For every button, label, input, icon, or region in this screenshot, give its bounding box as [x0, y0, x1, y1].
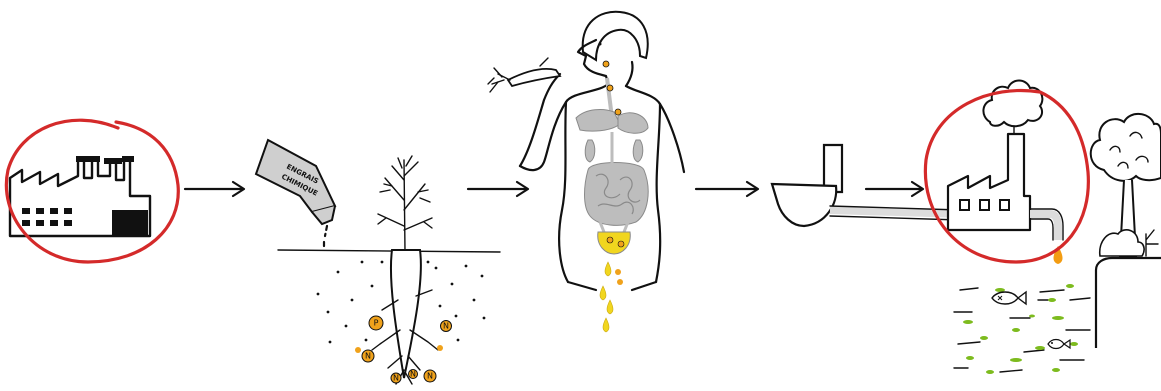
nutrient-nitrogen: N [391, 373, 401, 383]
arrow-factory-to-field [185, 182, 244, 196]
svg-text:N: N [365, 352, 371, 361]
arrow-human-to-toilet [696, 182, 758, 196]
fertilizer-factory-icon [10, 156, 150, 236]
svg-text:N: N [427, 372, 433, 381]
svg-text:P: P [374, 319, 379, 328]
nutrient-phosphorus: P [369, 316, 383, 330]
fish-icon [1048, 340, 1070, 349]
fish-icon [992, 292, 1026, 304]
fertilizer-can-icon: ENGRAIS CHIMIQUE [256, 140, 335, 246]
nutrient-nitrogen: N [409, 370, 418, 379]
human-body-icon [488, 12, 684, 332]
nutrient-nitrogen: N [424, 370, 436, 382]
nutrient-nitrogen: N [362, 350, 374, 362]
tree-icon [1091, 114, 1161, 348]
nutrient-nitrogen: N [441, 321, 452, 332]
svg-text:N: N [393, 374, 399, 383]
urine-drops [600, 262, 613, 332]
wastewater-treatment-plant-icon [948, 81, 1063, 265]
svg-text:N: N [443, 322, 449, 331]
svg-text:N: N [410, 370, 416, 379]
polluted-water [954, 284, 1090, 374]
toilet-icon [772, 145, 962, 226]
arrow-field-to-human [468, 182, 528, 196]
arrow-toilet-to-plant [866, 182, 923, 196]
